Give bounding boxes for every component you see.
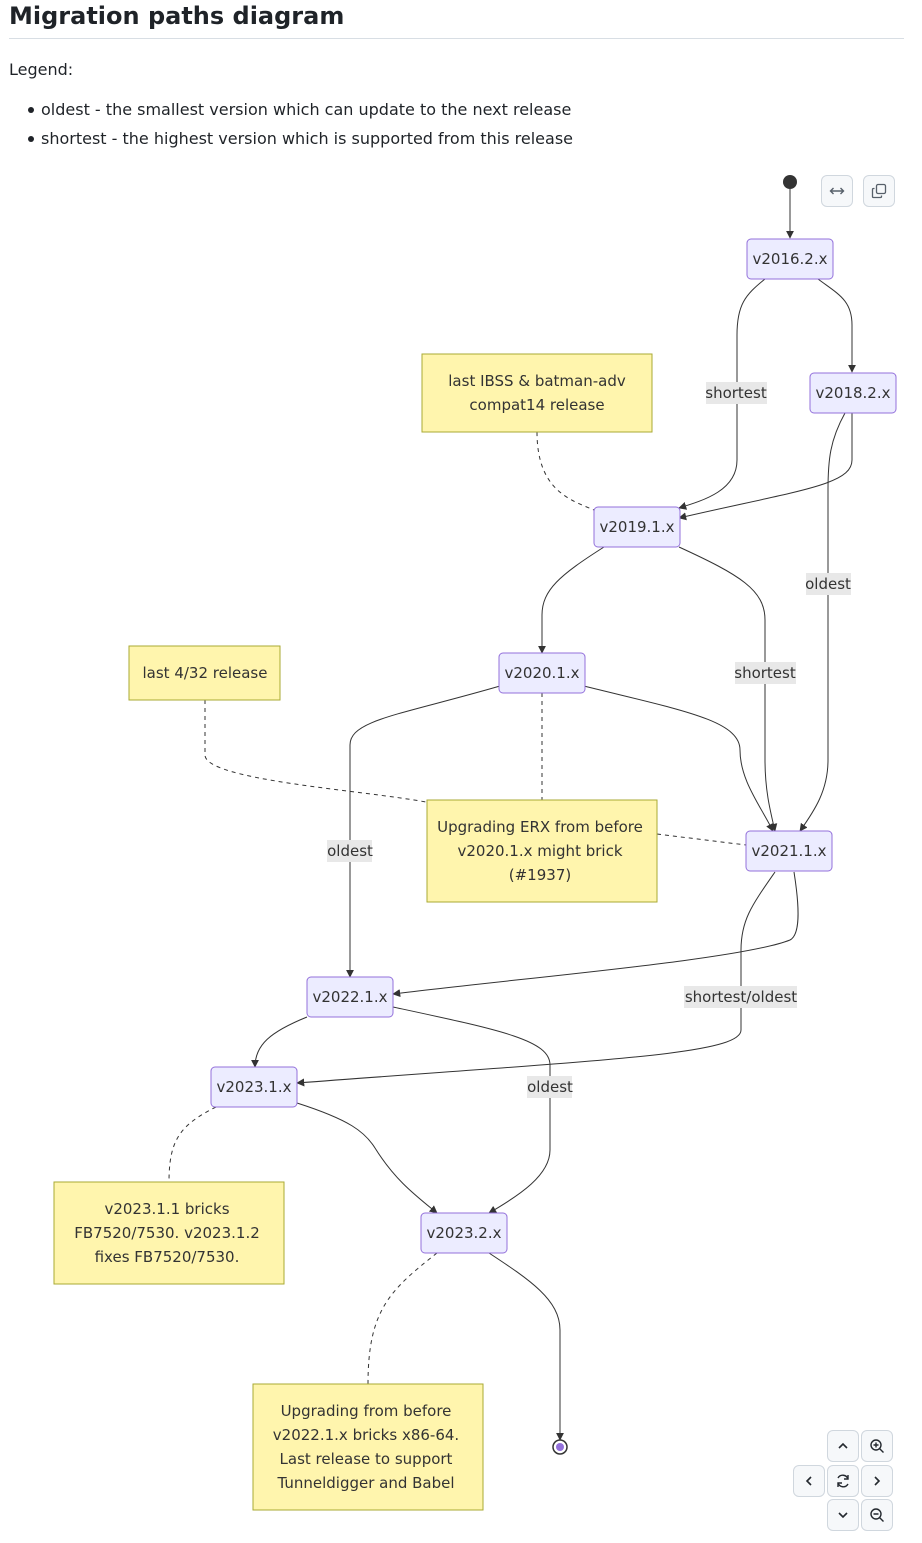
note-connectors bbox=[168, 431, 747, 1385]
edge-2021-2022 bbox=[392, 871, 799, 998]
copy-icon bbox=[871, 183, 887, 199]
edge-label-shortest-2016-2019: shortest bbox=[705, 382, 767, 404]
svg-text:v2021.1.x: v2021.1.x bbox=[751, 842, 826, 860]
node-v2018: v2018.2.x bbox=[809, 372, 897, 414]
legend-item-oldest: oldest - the smallest version which can … bbox=[28, 100, 573, 129]
page-title: Migration paths diagram bbox=[9, 2, 904, 39]
svg-text:Tunneldigger and Babel: Tunneldigger and Babel bbox=[276, 1474, 454, 1492]
node-v2019: v2019.1.x bbox=[593, 506, 681, 548]
note-x86: Upgrading from before v2022.1.x bricks x… bbox=[252, 1383, 484, 1511]
connector-ibss bbox=[536, 431, 595, 511]
edge-2023-2-end bbox=[488, 1252, 564, 1441]
connector-erx-2021 bbox=[656, 833, 747, 846]
svg-text:last IBSS & batman-adv: last IBSS & batman-adv bbox=[448, 372, 626, 390]
edge-2018-2021 bbox=[799, 412, 846, 832]
note-erx: Upgrading ERX from before v2020.1.x migh… bbox=[426, 799, 658, 903]
svg-text:oldest: oldest bbox=[805, 575, 851, 593]
edge-2020-2022 bbox=[346, 685, 501, 978]
node-v2022: v2022.1.x bbox=[306, 976, 394, 1018]
svg-text:Upgrading ERX from before: Upgrading ERX from before bbox=[437, 818, 643, 836]
edge-2019-2020 bbox=[538, 546, 605, 654]
svg-text:last 4/32 release: last 4/32 release bbox=[143, 664, 268, 682]
svg-text:v2022.1.x: v2022.1.x bbox=[312, 988, 387, 1006]
svg-text:shortest: shortest bbox=[734, 664, 796, 682]
edge-label-oldest-2020-2022: oldest bbox=[327, 840, 373, 862]
svg-text:v2018.2.x: v2018.2.x bbox=[815, 384, 890, 402]
svg-text:v2023.1.1 bricks: v2023.1.1 bricks bbox=[104, 1200, 229, 1218]
svg-text:(#1937): (#1937) bbox=[509, 866, 571, 884]
note-fb7520: v2023.1.1 bricks FB7520/7530. v2023.1.2 … bbox=[53, 1181, 285, 1285]
edge-2020-2021 bbox=[583, 685, 774, 832]
svg-text:v2020.1.x might brick: v2020.1.x might brick bbox=[457, 842, 622, 860]
edge-2016-2018 bbox=[817, 278, 856, 373]
pan-down-icon bbox=[838, 1512, 848, 1519]
expand-icon bbox=[829, 187, 845, 195]
pan-up-button[interactable] bbox=[827, 1430, 859, 1462]
zoom-in-button[interactable] bbox=[861, 1430, 893, 1462]
svg-text:shortest/oldest: shortest/oldest bbox=[685, 988, 797, 1006]
svg-text:v2019.1.x: v2019.1.x bbox=[599, 518, 674, 536]
svg-text:oldest: oldest bbox=[527, 1078, 573, 1096]
legend-item-shortest: shortest - the highest version which is … bbox=[28, 129, 573, 158]
zoom-in-icon bbox=[870, 1439, 884, 1453]
zoom-out-button[interactable] bbox=[861, 1499, 893, 1531]
reset-button[interactable] bbox=[827, 1465, 859, 1497]
svg-text:v2020.1.x: v2020.1.x bbox=[504, 664, 579, 682]
svg-text:FB7520/7530. v2023.1.2: FB7520/7530. v2023.1.2 bbox=[74, 1224, 260, 1242]
note-ibss: last IBSS & batman-adv compat14 release bbox=[421, 353, 653, 433]
node-v2016: v2016.2.x bbox=[746, 238, 834, 280]
edge-2019-2021 bbox=[678, 546, 778, 832]
svg-text:shortest: shortest bbox=[705, 384, 767, 402]
pan-right-button[interactable] bbox=[861, 1465, 893, 1497]
edge-label-shortest-oldest-2021-2023-1: shortest/oldest bbox=[684, 986, 797, 1008]
expand-button[interactable] bbox=[821, 175, 853, 207]
legend-label: Legend: bbox=[9, 60, 74, 79]
reset-icon bbox=[837, 1474, 849, 1488]
edge-2022-2023-2 bbox=[392, 1006, 551, 1214]
svg-text:v2023.2.x: v2023.2.x bbox=[426, 1224, 501, 1242]
pan-left-button[interactable] bbox=[793, 1465, 825, 1497]
node-v2020: v2020.1.x bbox=[498, 652, 586, 694]
edge-label-shortest-2019-2021: shortest bbox=[734, 662, 796, 684]
node-v2021: v2021.1.x bbox=[745, 830, 833, 872]
edges bbox=[251, 189, 856, 1441]
connector-fb7520 bbox=[168, 1106, 217, 1183]
end-node bbox=[552, 1439, 568, 1455]
edge-2016-2019 bbox=[678, 278, 766, 510]
legend-list: oldest - the smallest version which can … bbox=[28, 100, 573, 158]
zoom-out-icon bbox=[870, 1508, 884, 1522]
pan-down-button[interactable] bbox=[827, 1499, 859, 1531]
edge-2022-2023-1 bbox=[251, 1016, 308, 1068]
connector-x86 bbox=[367, 1252, 438, 1385]
pan-left-icon bbox=[805, 1476, 812, 1486]
edge-label-oldest-2022-2023-2: oldest bbox=[527, 1076, 573, 1098]
edge-2018-2019 bbox=[678, 413, 853, 521]
svg-text:compat14 release: compat14 release bbox=[469, 396, 604, 414]
pan-right-icon bbox=[874, 1476, 881, 1486]
note-last-432: last 4/32 release bbox=[128, 645, 281, 701]
svg-text:oldest: oldest bbox=[327, 842, 373, 860]
node-v2023-1: v2023.1.x bbox=[210, 1066, 298, 1108]
node-v2023-2: v2023.2.x bbox=[420, 1212, 508, 1254]
svg-text:Last release to support: Last release to support bbox=[280, 1450, 453, 1468]
edge-2021-2023-1 bbox=[296, 871, 776, 1087]
svg-text:v2016.2.x: v2016.2.x bbox=[752, 250, 827, 268]
edge-label-oldest-2018-2021: oldest bbox=[805, 573, 851, 595]
svg-text:v2022.1.x bricks x86-64.: v2022.1.x bricks x86-64. bbox=[273, 1426, 459, 1444]
connector-last432 bbox=[204, 700, 427, 803]
pan-up-icon bbox=[838, 1442, 848, 1449]
svg-text:Upgrading from before: Upgrading from before bbox=[281, 1402, 452, 1420]
svg-text:v2023.1.x: v2023.1.x bbox=[216, 1078, 291, 1096]
copy-button[interactable] bbox=[863, 175, 895, 207]
edge-2023-1-2023-2 bbox=[296, 1102, 438, 1214]
svg-text:fixes FB7520/7530.: fixes FB7520/7530. bbox=[95, 1248, 240, 1266]
start-node bbox=[783, 175, 797, 189]
